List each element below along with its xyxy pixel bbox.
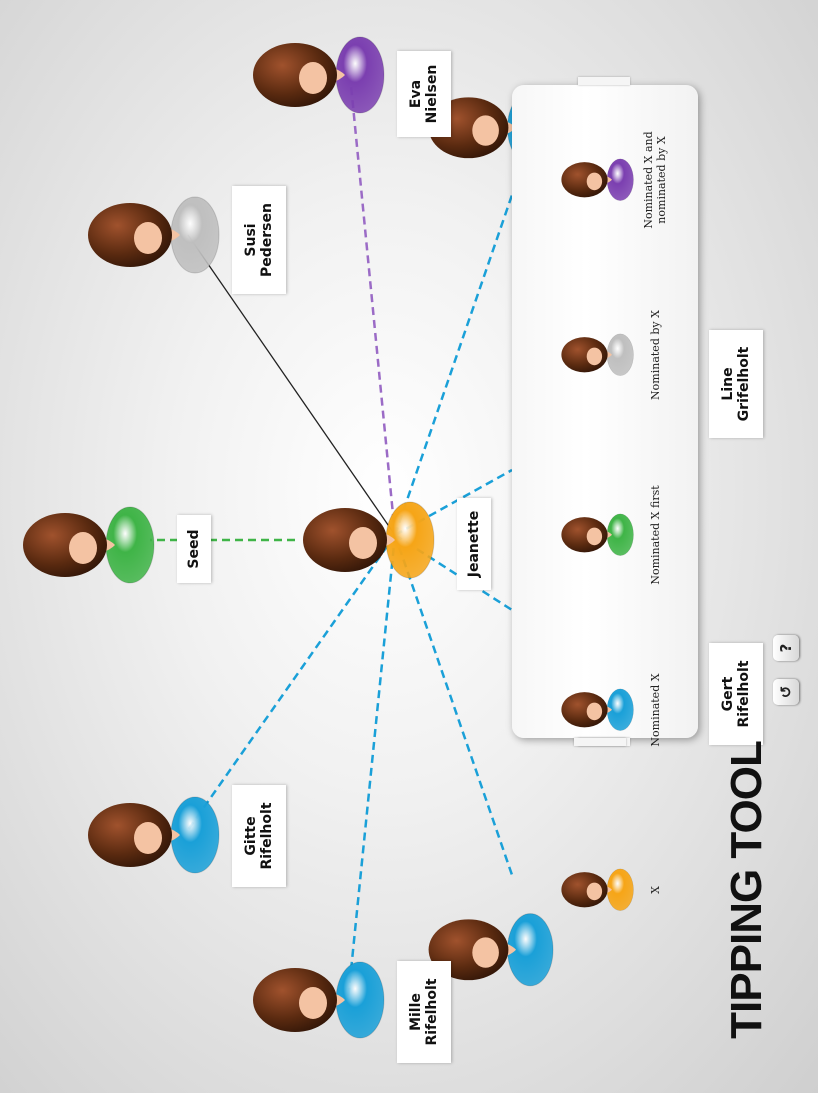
legend4-figure-icon [561, 158, 634, 202]
help-button[interactable]: ? [773, 635, 799, 661]
link-jeanette-gert [393, 534, 514, 876]
link-jeanette-hidden-2 [394, 468, 513, 537]
legend-text-1: Nominated X [648, 673, 662, 747]
legend-figure-4 [557, 155, 640, 209]
legend-figure-3 [557, 330, 640, 384]
label-line: Line Grifelholt [709, 330, 763, 438]
label-susi: Susi Pedersen [232, 186, 286, 294]
label-gert: Gert Rifelholt [709, 643, 763, 745]
label-jeanette: Jeanette [457, 498, 491, 590]
legend-top-tab [578, 77, 630, 85]
person-eva[interactable] [245, 30, 395, 124]
label-gitte: Gitte Rifelholt [232, 785, 286, 887]
person-jeanette[interactable] [295, 495, 445, 589]
link-gitte-jeanette [186, 534, 397, 831]
link-jeanette-hidden-1 [394, 533, 513, 612]
legend-figure-1 [557, 685, 640, 739]
app-title: TIPPING TOOL [722, 741, 771, 1039]
person-seed[interactable] [15, 500, 165, 594]
legend-text-3: Nominated by X [648, 310, 662, 400]
person-susi[interactable] [80, 190, 230, 284]
gitte-figure-icon [88, 796, 220, 874]
link-jeanette-line [393, 194, 514, 536]
link-mille-jeanette [346, 534, 397, 1001]
label-eva: Eva Nielsen [397, 51, 451, 137]
legend-text-0: X [648, 886, 662, 894]
susi-figure-icon [88, 196, 220, 274]
legend-figure-0 [557, 865, 640, 919]
reset-button[interactable]: ↺ [773, 679, 799, 705]
link-eva-jeanette [348, 74, 397, 536]
eva-figure-icon [253, 36, 385, 114]
person-gitte[interactable] [80, 790, 230, 884]
legend2-figure-icon [561, 513, 634, 557]
legend-text-4: Nominated X and nominated by X [642, 131, 668, 229]
label-seed: Seed [177, 515, 211, 583]
legend0-figure-icon [561, 868, 634, 912]
person-mille[interactable] [245, 955, 395, 1049]
mille-figure-icon [253, 961, 385, 1039]
legend1-figure-icon [561, 688, 634, 732]
legend-tab-right-top [574, 738, 626, 746]
seed-figure-icon [23, 506, 155, 584]
label-mille: Mille Rifelholt [397, 961, 451, 1063]
jeanette-figure-icon [303, 501, 435, 579]
legend-text-2: Nominated X first [648, 485, 662, 585]
legend-figure-2 [557, 510, 640, 564]
legend3-figure-icon [561, 333, 634, 377]
link-susi-jeanette [187, 234, 396, 536]
